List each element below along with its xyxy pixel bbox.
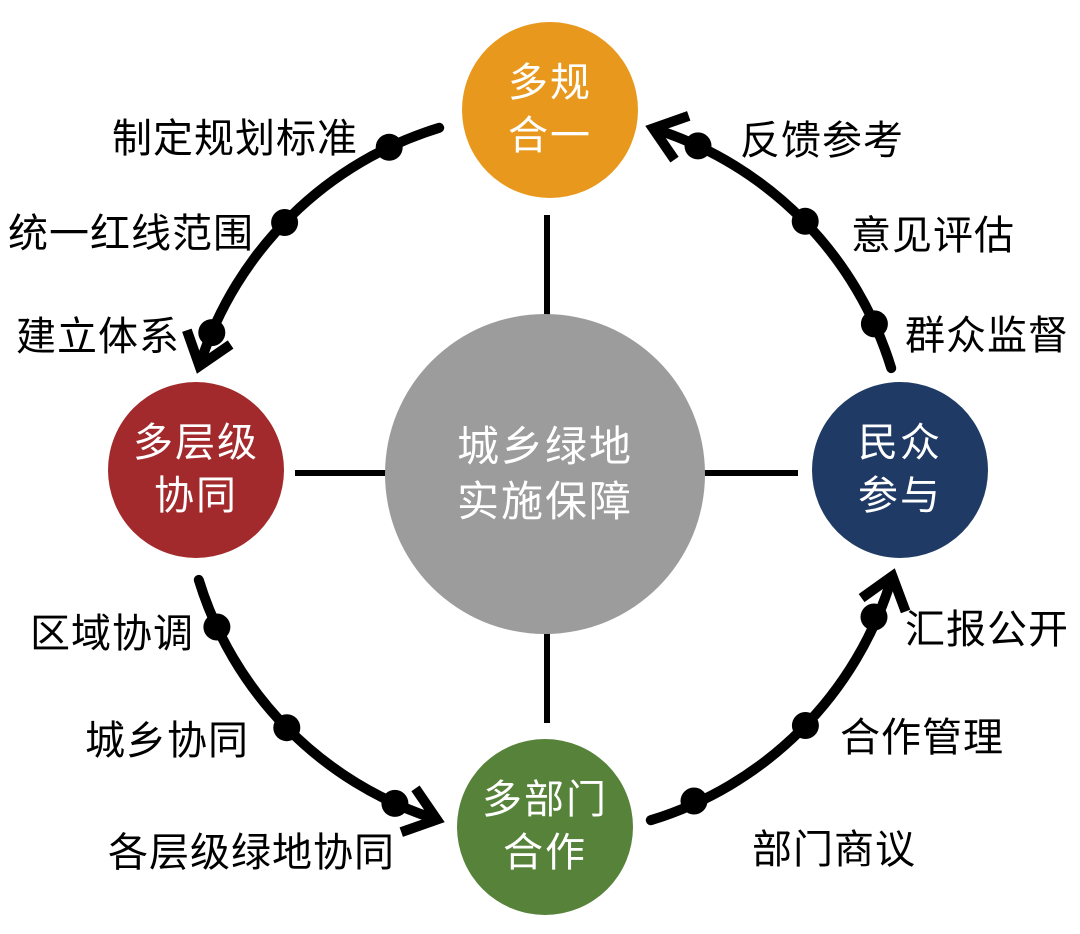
arc-label: 合作管理: [840, 716, 1004, 760]
arc-label: 部门商议: [752, 828, 916, 872]
arc-dot: [860, 310, 888, 338]
arc-label: 统一红线范围: [8, 212, 254, 256]
flow-arc-bottom-left: [193, 574, 445, 837]
node-right-public-participation: 民众 参与: [812, 382, 988, 558]
arc-label: 城乡协同: [85, 719, 249, 763]
arc-label: 群众监督: [905, 314, 1069, 358]
arc-label: 意见评估: [851, 214, 1015, 258]
arc-label: 制定规划标准: [112, 117, 358, 161]
node-center-urban-rural-green-space: 城乡绿地 实施保障: [385, 314, 705, 634]
arc-dot: [680, 787, 708, 815]
node-bottom-label: 多部门 合作: [482, 778, 608, 875]
arc-dot: [271, 209, 299, 236]
node-left-multi-level-coordination: 多层级 协同: [108, 382, 284, 558]
arc-dot: [198, 319, 226, 347]
node-right-label: 民众 参与: [858, 421, 942, 518]
node-top-multi-plan-integration: 多规 合一: [462, 22, 638, 198]
arc-dot: [791, 207, 819, 235]
arc-dot: [791, 712, 819, 739]
node-bottom-multi-department-cooperation: 多部门 合作: [457, 739, 633, 915]
arc-label: 区域协调: [30, 612, 194, 656]
arc-dot: [375, 133, 403, 161]
node-top-label: 多规 合一: [508, 61, 592, 158]
arc-dot: [860, 603, 888, 631]
node-left-label: 多层级 协同: [133, 421, 259, 518]
arc-label: 各层级绿地协同: [108, 831, 395, 875]
flow-arc-bottom-right: [645, 568, 911, 826]
node-center-label: 城乡绿地 实施保障: [456, 422, 633, 525]
arc-label: 汇报公开: [905, 608, 1069, 652]
arc-dot: [203, 613, 231, 641]
arc-dot: [684, 132, 712, 160]
arc-dot: [273, 714, 301, 742]
arc-label: 建立体系: [16, 315, 180, 359]
arc-label: 反馈参考: [740, 119, 904, 163]
arc-dot: [381, 789, 409, 817]
